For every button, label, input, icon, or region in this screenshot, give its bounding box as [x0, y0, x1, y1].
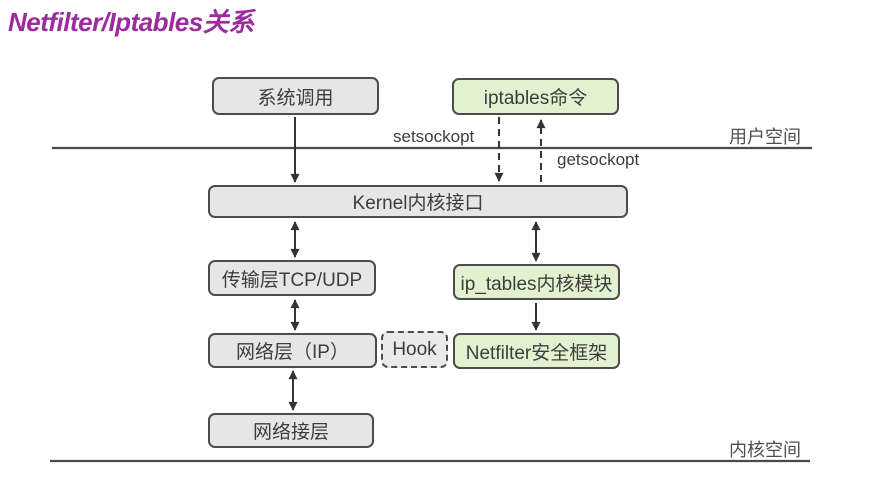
- page-title: Netfilter/Iptables关系: [8, 7, 254, 37]
- node-network-layer-ip: 网络层（IP）: [208, 333, 377, 368]
- setsockopt-label: setsockopt: [393, 127, 475, 146]
- node-network-interface-layer: 网络接层: [208, 413, 374, 448]
- node-iptables-command: iptables命令: [452, 78, 619, 115]
- node-hook: Hook: [381, 331, 448, 368]
- kernel-space-label: 内核空间: [729, 440, 801, 460]
- node-kernel-interface: Kernel内核接口: [208, 185, 628, 218]
- node-netfilter-framework: Netfilter安全框架: [453, 333, 620, 369]
- user-space-label: 用户空间: [729, 127, 801, 147]
- node-ip-tables-kernel-module: ip_tables内核模块: [453, 264, 620, 300]
- node-system-call: 系统调用: [212, 77, 379, 115]
- getsockopt-label: getsockopt: [557, 150, 640, 169]
- node-transport-layer: 传输层TCP/UDP: [208, 260, 376, 296]
